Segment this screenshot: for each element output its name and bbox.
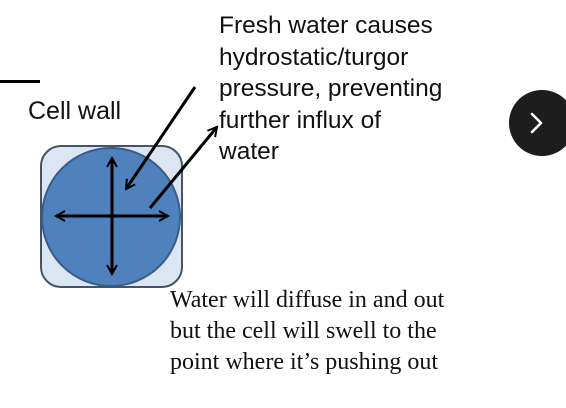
heading-rule bbox=[0, 80, 40, 83]
chevron-right-icon bbox=[530, 112, 543, 134]
next-slide-button[interactable] bbox=[509, 90, 566, 156]
turgor-pressure-annotation: Fresh water causes hydrostatic/turgor pr… bbox=[219, 12, 443, 165]
pressure-arrow-inward bbox=[124, 86, 197, 189]
diffusion-explanation: Water will diffuse in and out but the ce… bbox=[170, 287, 445, 375]
cell-wall-label: Cell wall bbox=[28, 97, 122, 125]
pressure-arrow-outward bbox=[148, 127, 217, 209]
